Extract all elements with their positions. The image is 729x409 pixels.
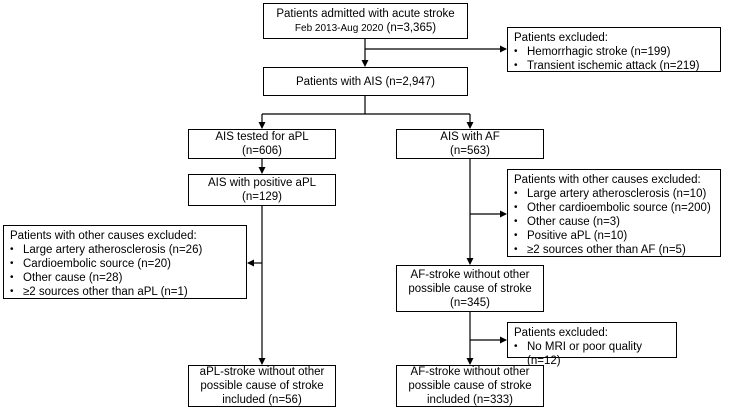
excluded-first-box: Patients excluded: Hemorrhagic stroke (n… <box>507 27 721 73</box>
excluded-af-heading: Patients with other causes excluded: <box>514 174 701 186</box>
af-final-line3: included (n=333) <box>427 394 513 406</box>
ais-af-line2: (n=563) <box>450 145 490 157</box>
admitted-date: Feb 2013-Aug 2020 <box>294 22 384 34</box>
list-item: Hemorrhagic stroke (n=199) <box>514 45 714 59</box>
apl-final-box: aPL-stroke without other possible cause … <box>188 365 336 407</box>
list-item: Other cause (n=3) <box>514 215 714 229</box>
af-stroke-box: AF-stroke without other possible cause o… <box>396 265 544 312</box>
list-item: No MRI or poor quality (n=12) <box>514 340 670 368</box>
excluded-apl-heading: Patients with other causes excluded: <box>10 230 197 242</box>
excluded-af-list: Large artery atherosclerosis (n=10) Othe… <box>514 187 714 257</box>
excluded-mri-heading: Patients excluded: <box>514 327 608 339</box>
ais-af-box: AIS with AF (n=563) <box>396 129 544 159</box>
excluded-apl-list: Large artery atherosclerosis (n=26) Card… <box>10 243 240 299</box>
af-stroke-line2: possible cause of stroke <box>408 282 532 295</box>
apl-final-line3: included (n=56) <box>222 394 302 406</box>
ais-tested-line2: (n=606) <box>242 145 282 157</box>
ais-tested-box: AIS tested for aPL (n=606) <box>188 129 336 159</box>
ais-positive-line2: (n=129) <box>242 191 282 203</box>
list-item: Other cardioembolic source (n=200) <box>514 201 714 215</box>
af-stroke-line3: (n=345) <box>450 296 490 309</box>
excluded-mri-list: No MRI or poor quality (n=12) <box>514 340 670 368</box>
excluded-first-heading: Patients excluded: <box>514 32 608 44</box>
list-item: Cardioembolic source (n=20) <box>10 257 240 271</box>
ais-positive-line1: AIS with positive aPL <box>207 177 317 189</box>
apl-final-line1: aPL-stroke without other <box>199 366 325 378</box>
list-item: Other cause (n=28) <box>10 271 240 285</box>
ais-positive-box: AIS with positive aPL (n=129) <box>188 174 336 206</box>
ais-label: Patients with AIS (n=2,947) <box>295 75 436 88</box>
excluded-apl-box: Patients with other causes excluded: Lar… <box>3 225 247 299</box>
ais-box: Patients with AIS (n=2,947) <box>263 67 468 96</box>
af-stroke-line1: AF-stroke without other <box>410 268 530 281</box>
apl-final-line2: possible cause of stroke <box>200 380 324 392</box>
admitted-box: Patients admitted with acute stroke Feb … <box>263 3 468 39</box>
admitted-count: (n=3,365) <box>386 21 437 34</box>
af-final-line1: AF-stroke without other <box>410 366 530 378</box>
af-final-box: AF-stroke without other possible cause o… <box>396 365 544 407</box>
admitted-line1: Patients admitted with acute stroke <box>276 7 455 20</box>
list-item: ≥2 sources other than aPL (n=1) <box>10 285 240 299</box>
af-final-line2: possible cause of stroke <box>408 380 532 392</box>
list-item: Positive aPL (n=10) <box>514 229 714 243</box>
list-item: ≥2 sources other than AF (n=5) <box>514 243 714 257</box>
list-item: Transient ischemic attack (n=219) <box>514 59 714 73</box>
ais-af-line1: AIS with AF <box>440 131 500 143</box>
excluded-mri-box: Patients excluded: No MRI or poor qualit… <box>507 322 677 367</box>
excluded-af-box: Patients with other causes excluded: Lar… <box>507 169 721 257</box>
list-item: Large artery atherosclerosis (n=26) <box>10 243 240 257</box>
list-item: Large artery atherosclerosis (n=10) <box>514 187 714 201</box>
ais-tested-line1: AIS tested for aPL <box>215 131 309 143</box>
excluded-first-list: Hemorrhagic stroke (n=199) Transient isc… <box>514 45 714 73</box>
